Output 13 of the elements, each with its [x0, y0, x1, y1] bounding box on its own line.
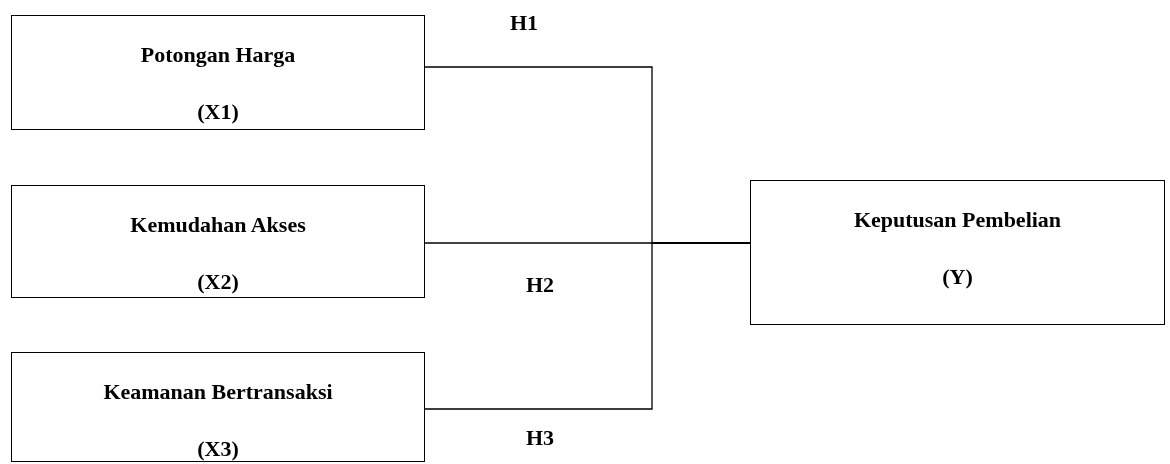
variable-name: Potongan Harga	[140, 42, 296, 68]
variable-code: (X2)	[197, 269, 239, 295]
variable-name: Keputusan Pembelian	[853, 207, 1062, 233]
connector-line	[424, 242, 751, 410]
variable-code: (X3)	[197, 436, 239, 462]
variable-box	[11, 15, 425, 130]
variable-code: (Y)	[942, 264, 973, 290]
variable-box	[750, 180, 1165, 325]
variable-code: (X1)	[197, 99, 239, 125]
variable-name: Kemudahan Akses	[130, 212, 306, 238]
variable-box	[11, 352, 425, 462]
variable-box	[11, 185, 425, 298]
variable-name: Keamanan Bertransaksi	[103, 379, 333, 405]
